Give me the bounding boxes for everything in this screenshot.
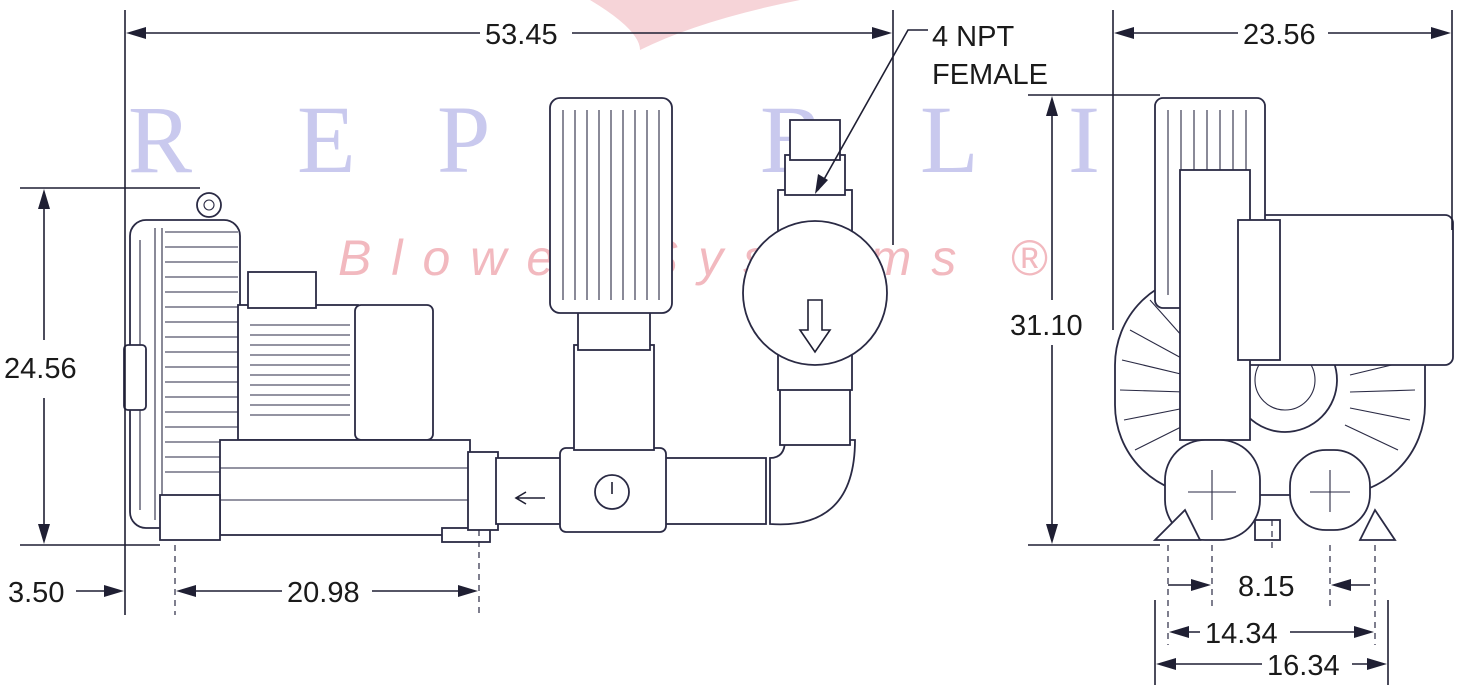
motor-body	[237, 304, 359, 441]
lifting-eye	[196, 192, 222, 218]
watermark-letter-p: P	[437, 86, 490, 193]
end-valve-clamp	[1237, 219, 1281, 361]
watermark: R E P U B L I C Blower Systems ®	[128, 0, 1236, 286]
motor-fins	[250, 324, 350, 416]
end-view	[1114, 97, 1454, 541]
inlet-coupling	[467, 451, 499, 531]
end-base-right	[1358, 508, 1397, 541]
flow-arrow-down	[798, 299, 832, 354]
blower-hub	[123, 344, 147, 411]
filter-ribs	[562, 110, 660, 300]
npt-outlet	[789, 119, 841, 161]
end-dimensions: 23.56 31.10 8.15 14.34 16.34	[1010, 10, 1453, 685]
end-base-center	[1254, 519, 1281, 541]
flow-arrow-left	[514, 491, 545, 505]
filter-adapter	[577, 309, 651, 351]
dim-overall-length: 53.45	[485, 19, 558, 51]
pipe-elbow	[769, 439, 856, 526]
watermark-letter-e: E	[297, 86, 356, 193]
dim-mount-spacing-side: 20.98	[287, 577, 360, 609]
npt-leader	[817, 29, 928, 191]
watermark-letter-l: L	[920, 86, 979, 193]
dim-inner-bolt-spacing: 8.15	[1238, 571, 1294, 603]
base-foot-left	[159, 494, 221, 541]
motor-end-cap	[354, 304, 434, 441]
callout-line2: FEMALE	[932, 59, 1048, 91]
dim-end-width: 23.56	[1243, 19, 1316, 51]
housing-fins	[139, 228, 238, 520]
dim-outer-bolt-spacing: 16.34	[1267, 650, 1340, 682]
base-silencer	[219, 439, 471, 536]
filter-stem	[573, 344, 655, 451]
dim-overall-height-side: 24.56	[4, 353, 77, 385]
watermark-letter-r: R	[128, 86, 192, 193]
valve-lower-coupling	[779, 384, 851, 446]
watermark-letter-i: I	[1068, 86, 1100, 193]
dim-mid-bolt-spacing: 14.34	[1205, 618, 1278, 650]
side-view	[123, 97, 888, 543]
base-foot-right	[441, 527, 491, 543]
junction-box	[247, 271, 317, 309]
dim-end-height: 31.10	[1010, 310, 1083, 342]
dim-base-offset: 3.50	[8, 577, 64, 609]
valve-upper-coupling	[784, 154, 846, 196]
watermark-swoosh	[590, 0, 800, 50]
check-valve	[742, 220, 888, 366]
end-base-left	[1152, 508, 1202, 541]
side-dimensions: 53.45 24.56 3.50 20.98 4 NPT FEMALE	[4, 10, 1048, 615]
callout-line1: 4 NPT	[932, 21, 1014, 53]
watermark-subtitle: Blower Systems ®	[338, 230, 1067, 286]
